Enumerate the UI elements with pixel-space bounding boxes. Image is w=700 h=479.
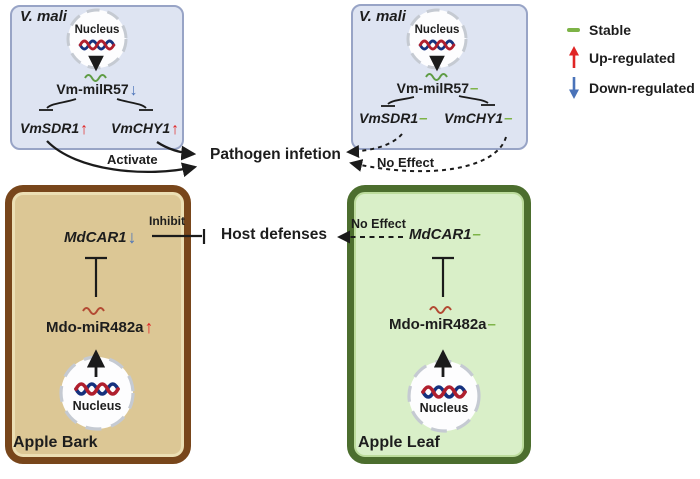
apple-leaf-label: Apple Leaf bbox=[358, 434, 440, 451]
mirna-name: Mdo-miR482a bbox=[46, 319, 144, 336]
gene-label: VmSDR1↑ bbox=[20, 120, 88, 138]
down-indicator-icon: ↓ bbox=[127, 227, 137, 247]
up-arrow-icon bbox=[569, 46, 579, 68]
gene-label: VmCHY1– bbox=[444, 110, 513, 127]
nucleus-label: Nucleus bbox=[74, 24, 120, 36]
legend-label: Stable bbox=[589, 22, 632, 38]
activate-label: Activate bbox=[107, 152, 158, 167]
no-effect-top-label: No Effect bbox=[377, 155, 435, 170]
apple-bark-box bbox=[5, 185, 191, 464]
gene-name: VmCHY1 bbox=[111, 120, 171, 136]
stable-indicator-icon: – bbox=[419, 110, 427, 127]
mirna-label: Vm-milR57– bbox=[396, 80, 479, 97]
stable-dash-icon bbox=[567, 28, 580, 32]
gene-name: VmSDR1 bbox=[359, 110, 419, 126]
mirna-name: Mdo-miR482a bbox=[389, 316, 487, 333]
gene-label: VmSDR1– bbox=[359, 110, 428, 127]
down-indicator-icon: ↓ bbox=[129, 82, 138, 99]
gene-name: VmSDR1 bbox=[20, 120, 80, 136]
gene-name: MdCAR1 bbox=[409, 226, 472, 243]
gene-label: MdCAR1– bbox=[409, 226, 481, 243]
gene-name: VmCHY1 bbox=[444, 110, 504, 126]
mirna-name: Vm-milR57 bbox=[396, 80, 470, 96]
stable-indicator-icon: – bbox=[487, 316, 496, 333]
legend-item-up: Up-regulated bbox=[567, 46, 675, 69]
up-indicator-icon: ↑ bbox=[80, 121, 89, 138]
legend-label: Down-regulated bbox=[589, 79, 695, 96]
up-indicator-icon: ↑ bbox=[171, 121, 180, 138]
legend-label: Up-regulated bbox=[589, 49, 676, 66]
stable-indicator-icon: – bbox=[504, 110, 512, 127]
pathogen-infection-label: Pathogen infetion bbox=[210, 146, 341, 163]
host-defenses-label: Host defenses bbox=[221, 226, 327, 243]
stable-indicator-icon: – bbox=[472, 226, 481, 243]
gene-label: VmCHY1↑ bbox=[111, 120, 179, 138]
mirna-name: Vm-milR57 bbox=[56, 81, 129, 97]
box-title: V. mali bbox=[20, 8, 67, 25]
nucleus-label: Nucleus bbox=[72, 399, 122, 413]
mirna-label: Mdo-miR482a↑ bbox=[46, 316, 154, 337]
legend-item-stable: Stable bbox=[567, 22, 631, 38]
box-title: V. mali bbox=[359, 8, 406, 25]
up-indicator-icon: ↑ bbox=[144, 317, 154, 337]
gene-label: MdCAR1↓ bbox=[64, 226, 137, 247]
mirna-label: Vm-milR57↓ bbox=[56, 81, 137, 99]
gene-name: MdCAR1 bbox=[64, 229, 127, 246]
legend-item-down: Down-regulated bbox=[567, 76, 695, 99]
nucleus-label: Nucleus bbox=[414, 24, 460, 36]
inhibit-label: Inhibit bbox=[149, 214, 185, 228]
nucleus-label: Nucleus bbox=[419, 401, 469, 415]
apple-bark-label: Apple Bark bbox=[13, 434, 98, 451]
no-effect-bottom-label: No Effect bbox=[351, 217, 406, 231]
down-arrow-icon bbox=[569, 77, 579, 99]
mirna-label: Mdo-miR482a– bbox=[389, 316, 496, 333]
stable-indicator-icon: – bbox=[470, 80, 478, 97]
